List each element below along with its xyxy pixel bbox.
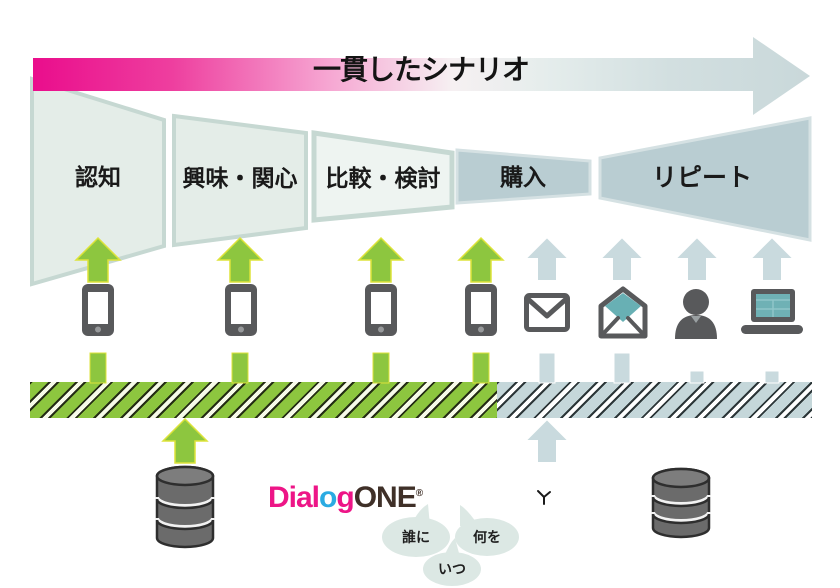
smartphone-icon <box>365 284 397 336</box>
smartphone-icon <box>465 284 497 336</box>
speech-bubbles: 誰に 何を いつ <box>382 504 519 586</box>
stem-green <box>89 352 107 384</box>
mail-closed-icon <box>524 293 570 332</box>
channel-icons <box>82 284 803 339</box>
scenario-arrow-label: 一貫したシナリオ <box>313 54 529 85</box>
bubble-what <box>455 518 519 556</box>
bubble-when <box>423 552 481 586</box>
database-icon <box>651 467 711 539</box>
scenario-arrow-shape <box>33 37 810 115</box>
stem-green <box>231 352 249 384</box>
stem-green <box>372 352 390 384</box>
dialogone-logo: DialogONE® <box>268 481 423 515</box>
up-arrow-green-icon <box>358 237 404 283</box>
smartphone-icon <box>82 284 114 336</box>
laptop-icon <box>741 289 803 334</box>
stage-label-purchase: 購入 <box>500 164 546 190</box>
database-up-arrow-green-icon <box>162 418 208 464</box>
funnel-stage-purchase <box>455 148 592 205</box>
database-icon <box>155 465 215 549</box>
scenario-arrow: 一貫したシナリオ <box>33 37 810 115</box>
customer-support-icon <box>675 289 717 339</box>
up-arrow-blue-icon <box>674 236 720 282</box>
funnel-stage-interest <box>172 113 308 248</box>
funnel <box>30 76 812 287</box>
stem-blue <box>538 352 556 384</box>
stem-blue-short <box>764 370 780 384</box>
stem-blue <box>613 352 631 384</box>
bubble-when-label: いつ <box>438 561 466 577</box>
logo-part-dial: Dial <box>268 481 320 514</box>
funnel-stage-repeat <box>598 116 812 242</box>
dialogone-up-arrow-blue-icon <box>524 418 570 464</box>
bar-stems <box>89 352 780 384</box>
bubble-what-label: 何を <box>473 529 501 545</box>
logo-part-o: o <box>319 481 337 514</box>
logo-part-one: ONE <box>353 481 417 514</box>
hatched-bar-blue <box>497 382 812 418</box>
logo-part-g: g <box>336 481 354 514</box>
small-y-mark-icon <box>537 490 551 505</box>
stage-label-repeat: リピート <box>652 164 752 192</box>
stage-label-interest: 興味・関心 <box>183 165 298 191</box>
bubble-who-label: 誰に <box>402 529 430 545</box>
up-arrow-green-icon <box>217 237 263 283</box>
smartphone-icon <box>225 284 257 336</box>
stem-blue-short <box>689 370 705 384</box>
up-arrow-blue-icon <box>749 236 795 282</box>
hatched-bar-green <box>30 382 497 418</box>
stem-green <box>472 352 490 384</box>
up-arrow-blue-icon <box>599 236 645 282</box>
up-arrow-blue-icon <box>524 236 570 282</box>
funnel-stage-awareness <box>30 76 166 287</box>
mail-open-icon <box>598 286 648 339</box>
bubble-who <box>382 517 450 557</box>
up-arrow-green-icon <box>458 237 504 283</box>
logo-trademark: ® <box>415 488 423 499</box>
funnel-stage-comparison <box>311 130 455 223</box>
stage-label-comparison: 比較・検討 <box>326 165 441 191</box>
stage-label-awareness: 認知 <box>75 164 121 190</box>
